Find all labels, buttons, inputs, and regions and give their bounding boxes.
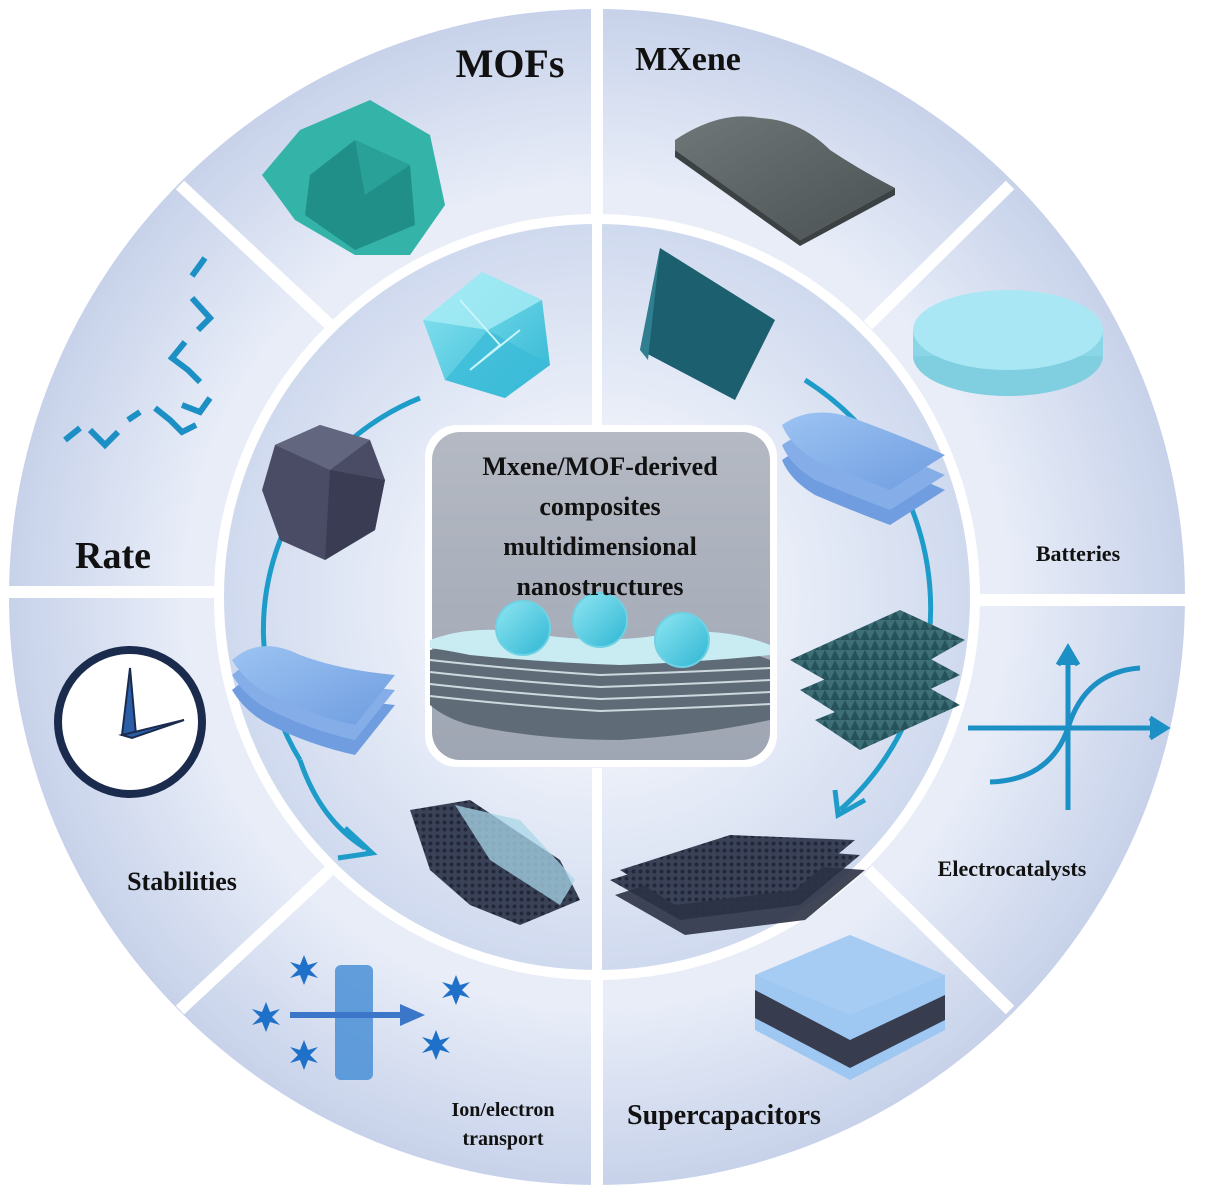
left-arc-tail [297, 759, 367, 851]
electrocatalyst-curve-icon [968, 643, 1171, 810]
label-ion-transport-line-1: Ion/electron [452, 1099, 555, 1121]
supercapacitor-block-icon [755, 935, 945, 1080]
ion-transport-icon [252, 955, 470, 1080]
label-supercapacitors: Supercapacitors [627, 1100, 821, 1131]
mxene-stack-left-icon [232, 646, 395, 755]
mof-polyhedron-icon [262, 100, 445, 255]
left-arrowhead-icon [337, 826, 378, 861]
label-mxene: MXene [635, 41, 741, 78]
segment-separators [5, 5, 1189, 1189]
label-batteries: Batteries [1036, 541, 1121, 566]
nanosheet-array-icon [790, 610, 965, 750]
mxene-sheet-icon [675, 116, 895, 246]
label-electrocatalysts: Electrocatalysts [938, 856, 1087, 881]
mof-gem-icon [423, 272, 550, 398]
right-arrowhead-icon [832, 789, 867, 819]
label-ion-transport-line-2: transport [462, 1128, 543, 1150]
mxene-tetrahedron-icon [640, 248, 775, 400]
battery-disc-icon [913, 290, 1103, 396]
inner-border [214, 214, 980, 980]
center-title-line-3: multidimensional [503, 532, 697, 561]
label-rate: Rate [75, 535, 151, 577]
mxene-stack-right-icon [782, 412, 945, 525]
label-stabilities: Stabilities [127, 867, 237, 896]
porous-carbon-sheet-icon [410, 800, 580, 925]
center-title-line-1: Mxene/MOF-derived [482, 452, 718, 481]
center-title-line-4: nanostructures [516, 572, 683, 601]
clock-icon [54, 646, 206, 798]
center-title-line-2: composites [539, 492, 660, 521]
composite-illustration-icon [429, 592, 771, 740]
rate-dashes-icon [63, 256, 215, 450]
dark-polyhedron-icon [262, 425, 385, 560]
porous-stack-icon [610, 835, 865, 935]
label-mofs: MOFs [456, 41, 565, 86]
